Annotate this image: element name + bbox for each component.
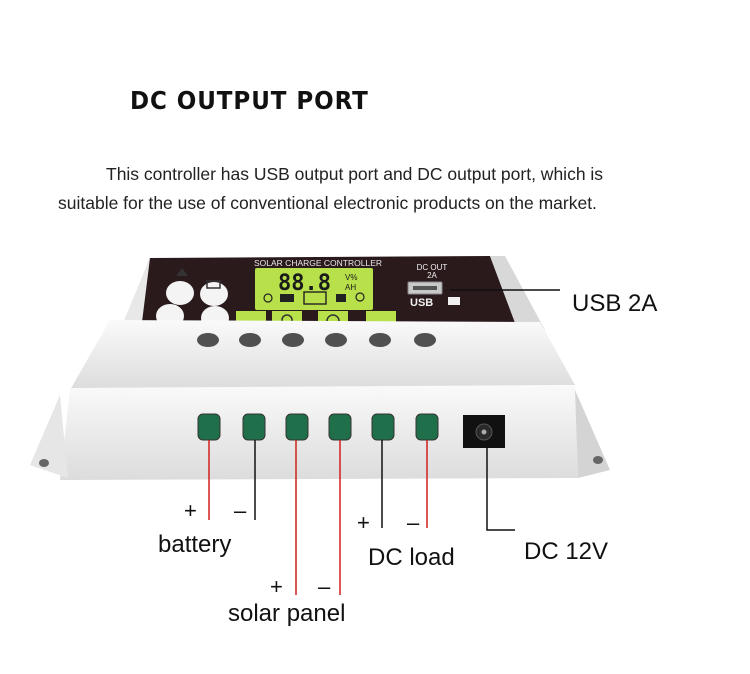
bulb-icon xyxy=(355,292,365,302)
terminal-solar-minus xyxy=(328,413,352,441)
load-plus-sign: + xyxy=(357,510,370,535)
screw-holes xyxy=(197,333,436,347)
up-button[interactable] xyxy=(166,281,194,305)
dc-load-label: DC load xyxy=(368,544,455,571)
dc-12v-label: DC 12V xyxy=(524,538,609,565)
terminal-solar-plus xyxy=(285,413,309,441)
panel-icon xyxy=(280,294,294,302)
solar-panel-label: solar panel xyxy=(228,600,346,627)
description-line-2: suitable for the use of conventional ele… xyxy=(58,193,597,213)
usb-symbol-icon xyxy=(448,297,460,305)
solar-minus-sign: – xyxy=(318,574,331,599)
callout-lines xyxy=(208,289,560,595)
wire-terminals xyxy=(197,413,439,441)
description-line-1: This controller has USB output port and … xyxy=(106,164,604,184)
solar-plus-sign: + xyxy=(270,574,283,599)
page-title: DC OUTPUT PORT xyxy=(130,86,369,115)
menu-icon xyxy=(206,280,221,289)
dc-out-label: DC OUT xyxy=(417,263,448,272)
battery-minus-sign: – xyxy=(234,498,247,523)
battery-label: battery xyxy=(158,531,232,558)
mounting-tab-right xyxy=(575,390,610,478)
battery-plus-sign: + xyxy=(184,498,197,523)
lcd-status-icons xyxy=(263,291,365,305)
sun-icon xyxy=(263,293,273,303)
panel-title: SOLAR CHARGE CONTROLLER xyxy=(254,258,382,268)
battery-icon xyxy=(303,291,327,305)
terminal-battery-plus xyxy=(197,413,221,441)
terminal-load-plus xyxy=(371,413,395,441)
up-arrow-icon xyxy=(176,268,188,276)
terminal-load-minus xyxy=(415,413,439,441)
description: This controller has USB output port and … xyxy=(58,160,698,218)
dc-out-rating: 2A xyxy=(427,271,437,280)
lcd-units-bottom: AH xyxy=(345,283,356,292)
load-icon xyxy=(336,294,346,302)
controller-body xyxy=(60,385,578,480)
usb-label: USB xyxy=(410,297,433,309)
dc12-callout-line xyxy=(486,448,515,531)
mounting-tab-left xyxy=(30,395,68,478)
load-minus-sign: – xyxy=(407,510,420,535)
menu-button[interactable] xyxy=(200,282,228,306)
terminal-cover-top xyxy=(70,320,575,390)
usb-2a-label: USB 2A xyxy=(572,290,658,317)
terminal-battery-minus xyxy=(242,413,266,441)
lcd-units-top: V% xyxy=(345,273,357,282)
